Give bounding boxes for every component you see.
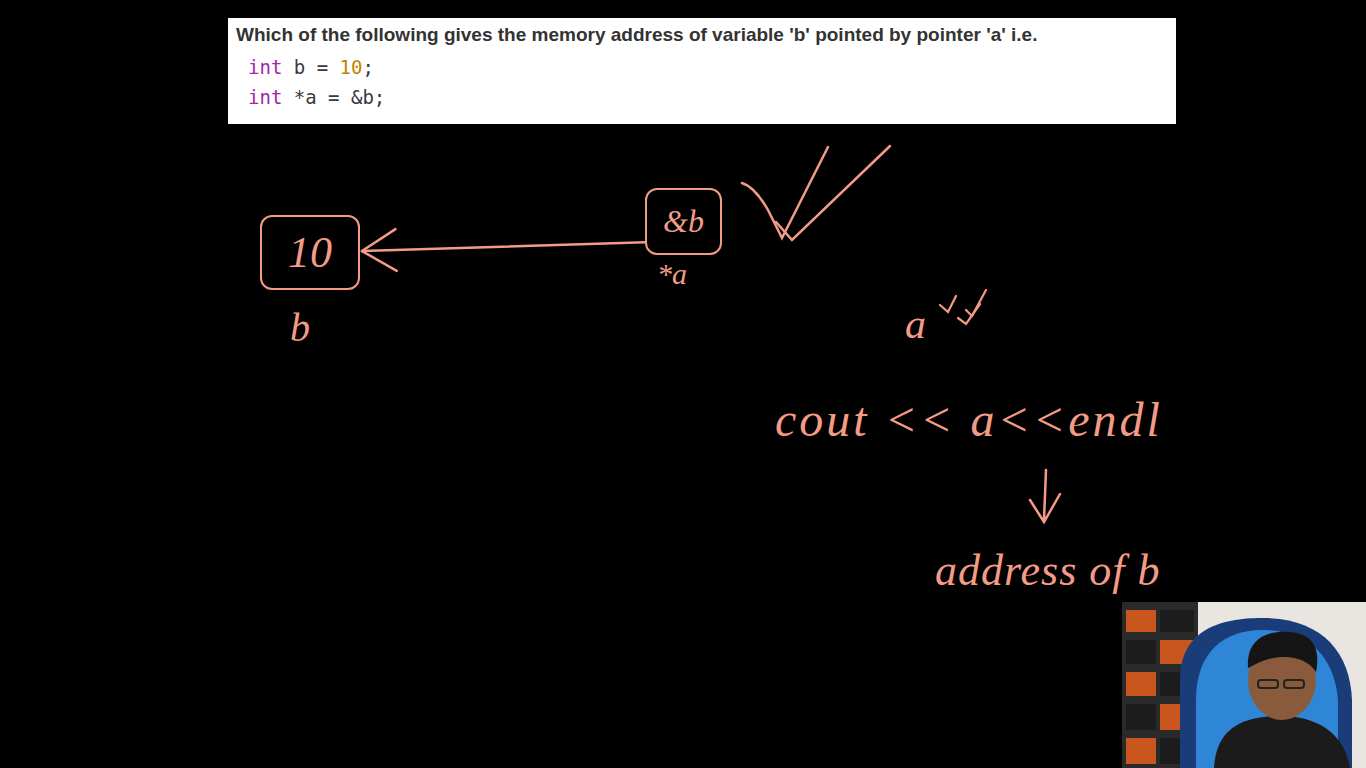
pointer-arrow xyxy=(362,251,397,271)
code-line: int b = 10; xyxy=(248,56,1166,78)
webcam-inset xyxy=(1122,602,1366,768)
check-mark xyxy=(742,147,828,238)
handwritten-note: cout << a<<endl xyxy=(775,392,1163,447)
code-line: int *a = &b; xyxy=(248,86,1166,108)
cell-outline: &b xyxy=(645,188,722,255)
memory-cell: &b*a xyxy=(645,188,722,255)
pointer-arrow xyxy=(362,242,645,251)
tick-mark xyxy=(966,290,986,316)
handwritten-note: address of b xyxy=(935,545,1161,596)
tick-mark xyxy=(940,296,956,312)
code-token: 10 xyxy=(340,56,363,78)
check-mark xyxy=(776,146,890,240)
code-token: b = xyxy=(282,56,339,78)
code-token: int xyxy=(248,56,282,78)
cell-value: &b xyxy=(663,203,704,240)
question-panel: Which of the following gives the memory … xyxy=(228,18,1176,124)
code-token: ; xyxy=(362,56,373,78)
memory-cell: 10b xyxy=(260,215,360,290)
variable-name: *a xyxy=(657,257,687,291)
handwritten-note: a xyxy=(905,300,926,348)
code-token: *a = &b; xyxy=(282,86,385,108)
pointer-arrow xyxy=(362,229,395,251)
cell-outline: 10 xyxy=(260,215,360,290)
down-arrow xyxy=(1030,470,1060,522)
code-token: int xyxy=(248,86,282,108)
question-text: Which of the following gives the memory … xyxy=(236,24,1166,46)
cell-value: 10 xyxy=(288,227,332,278)
variable-name: b xyxy=(290,304,310,351)
